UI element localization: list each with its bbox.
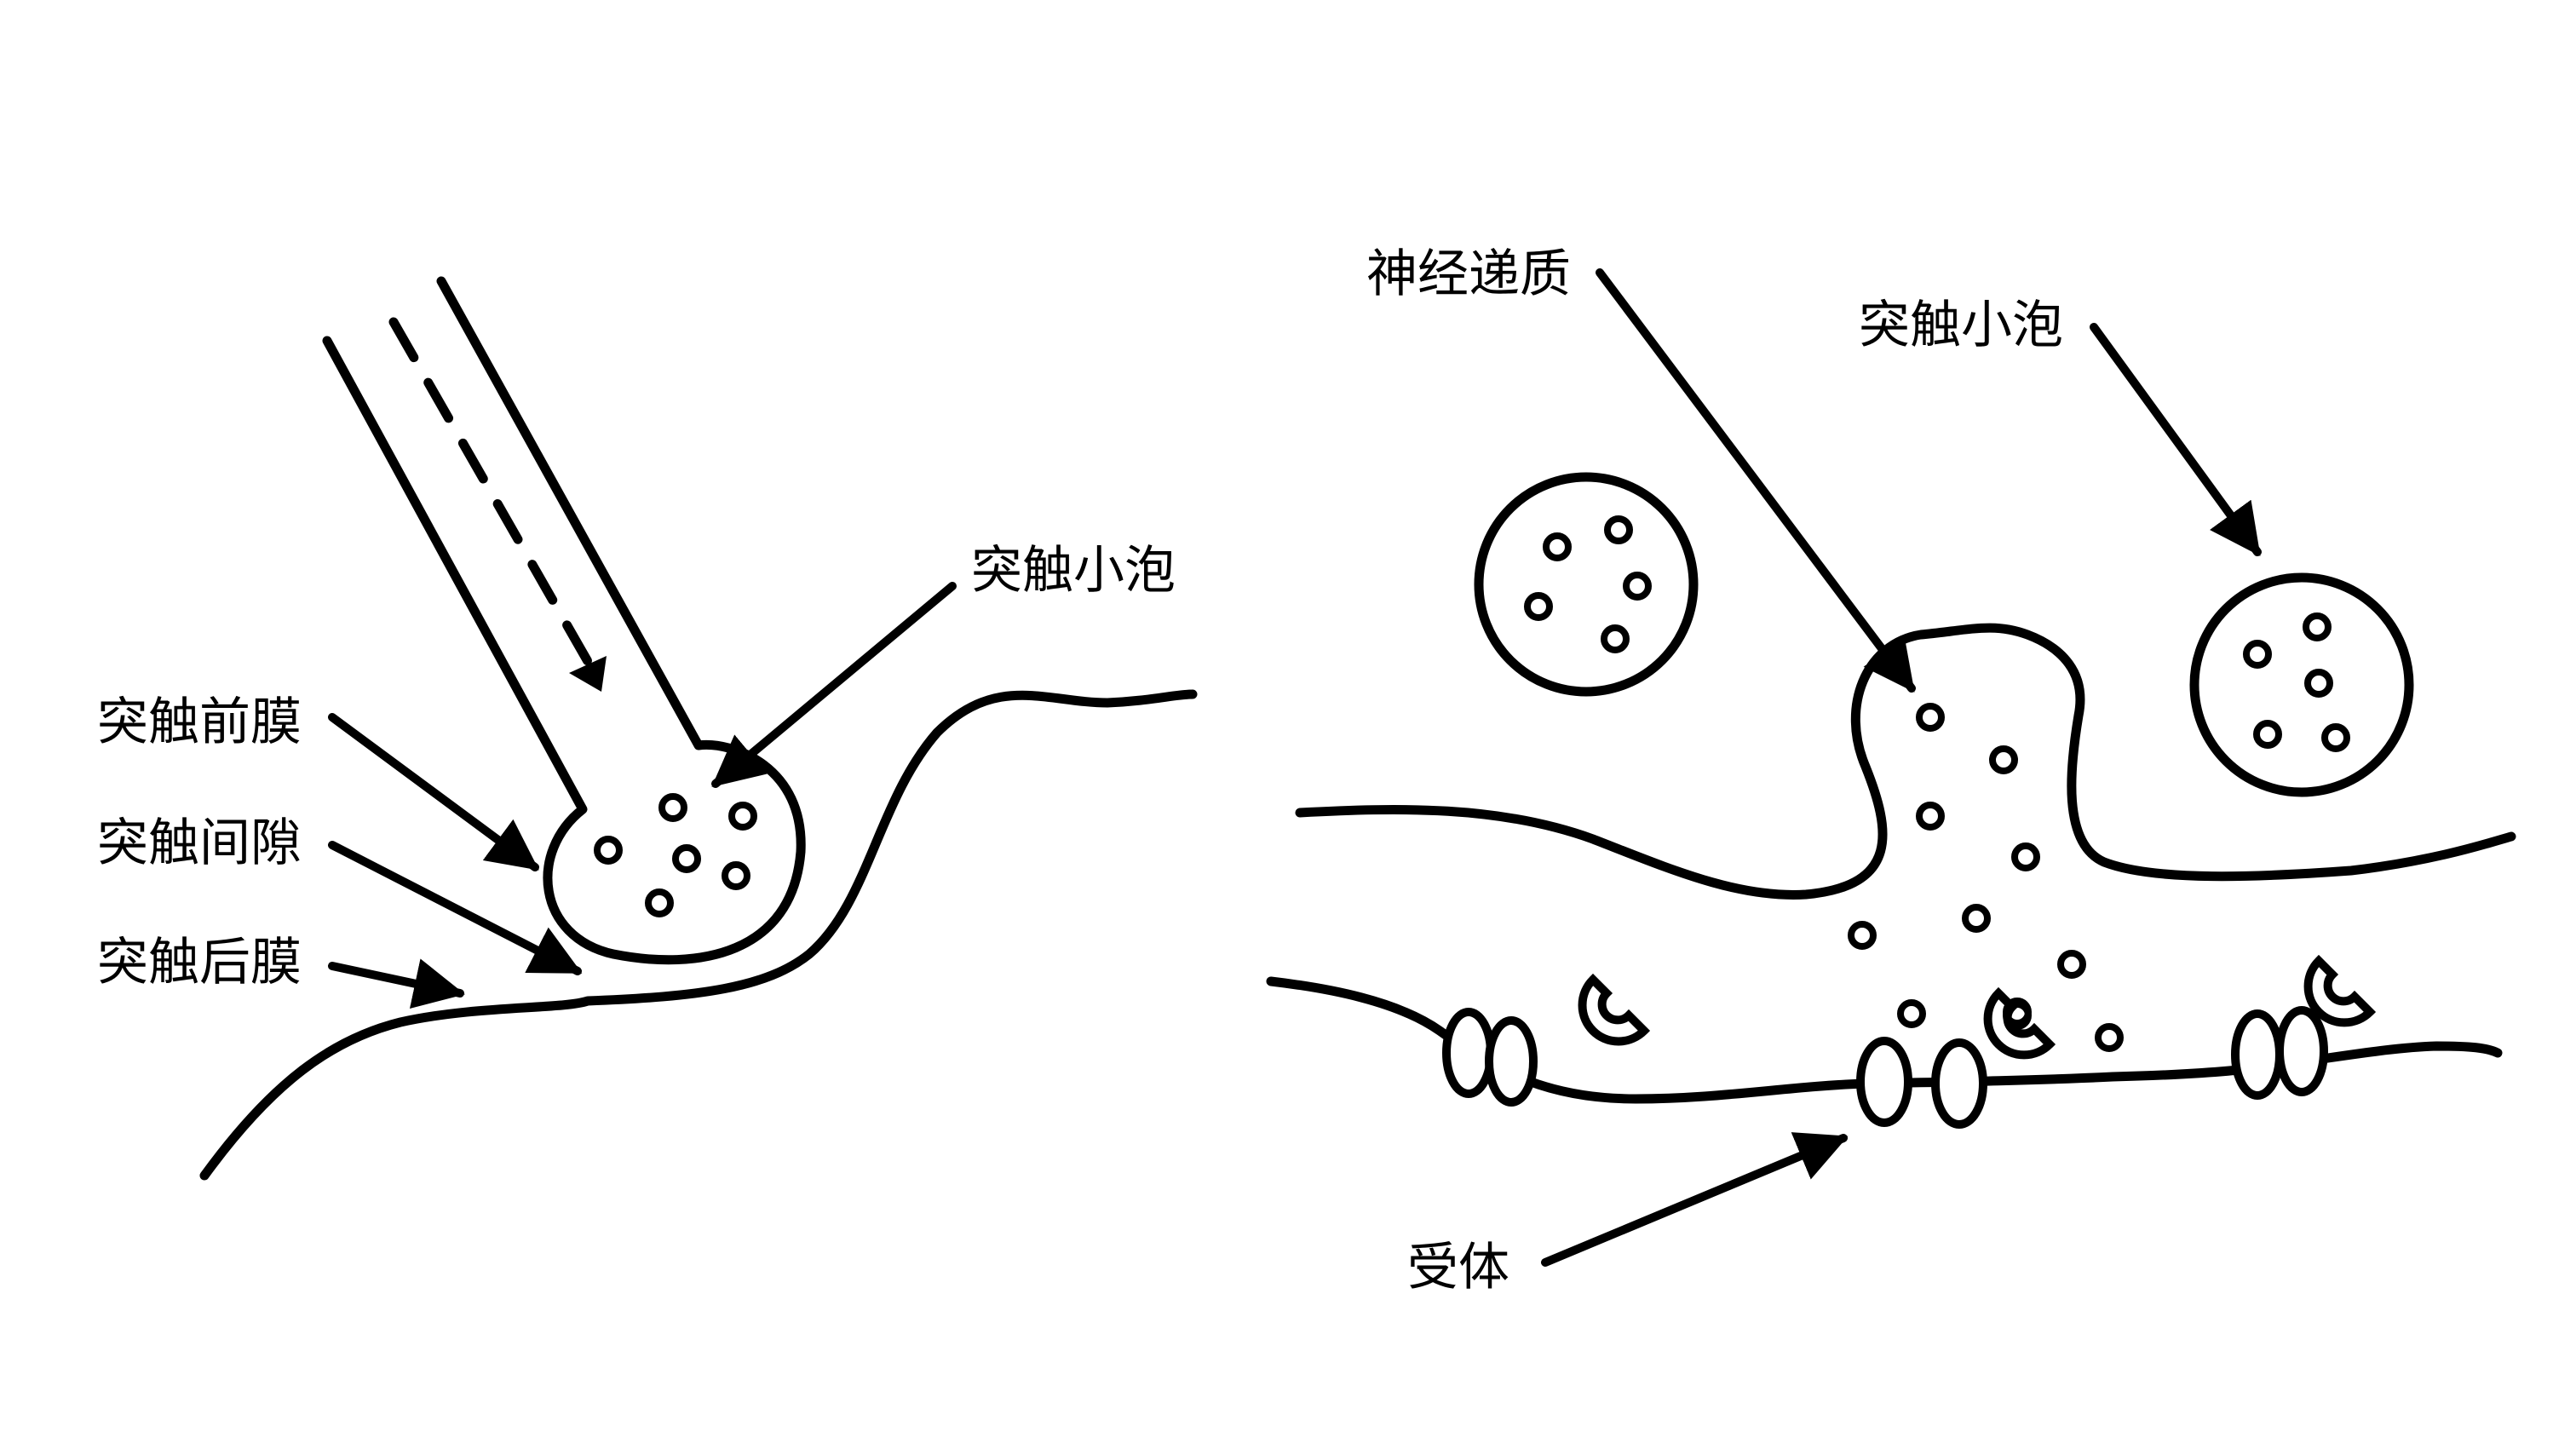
vesicle-dot <box>722 861 750 890</box>
vesicle-dot <box>645 888 674 917</box>
floating-vesicle-left <box>1474 472 1699 697</box>
impulse-arrowhead <box>569 656 607 692</box>
vesicle-dot <box>1604 515 1633 544</box>
label-vesicle-right: 突触小泡 <box>1859 296 2063 355</box>
arrow-neurotransmitter <box>1596 268 1916 693</box>
arrow-presynaptic-membrane <box>328 713 539 871</box>
impulse-arrow <box>388 317 595 670</box>
neurotransmitter-dot <box>1897 999 1926 1028</box>
arrow-receptor <box>1541 1132 1849 1267</box>
neurotransmitter-dot <box>1962 904 1991 933</box>
released-neurotransmitters <box>1848 703 2124 1052</box>
left-postsynaptic-membrane <box>199 689 1198 1181</box>
receptors <box>1442 1006 2328 1129</box>
label-vesicle-left: 突触小泡 <box>971 541 1176 601</box>
neurotransmitter-dot <box>2095 1023 2124 1052</box>
vesicle-dot <box>2321 723 2350 752</box>
arrow-postsynaptic-membrane <box>328 958 465 1009</box>
vesicle-dot <box>2304 669 2333 698</box>
receptor-icon <box>2275 1006 2328 1096</box>
vesicle-dot <box>728 802 757 831</box>
neurotransmitter-dot <box>2057 950 2086 979</box>
vesicle-dot <box>658 793 687 822</box>
receptor-icon <box>1442 1008 1495 1098</box>
receptor-icon <box>2231 1009 2284 1100</box>
label-neurotransmitter: 神经递质 <box>1366 244 1571 304</box>
label-receptor: 受体 <box>1407 1238 1509 1297</box>
vesicle-dot <box>1601 624 1630 653</box>
bound-neurotransmitter-dot <box>2003 1001 2032 1030</box>
vesicle-dot <box>2253 720 2282 749</box>
right-presynaptic-membrane <box>1295 623 2516 900</box>
label-synaptic-cleft: 突触间隙 <box>97 814 302 873</box>
binding-site-icon <box>2303 954 2377 1027</box>
axon-outline <box>322 276 806 965</box>
vesicle-dot <box>2243 640 2272 669</box>
floating-vesicle-left-contents <box>1524 515 1652 653</box>
receptor-icon <box>1856 1037 1912 1127</box>
vesicle-dot <box>2303 612 2332 641</box>
vesicle-dot <box>1623 572 1652 601</box>
floating-vesicle-right-contents <box>2243 612 2350 752</box>
neurotransmitter-dot <box>1848 921 1877 950</box>
vesicle-dot <box>1524 592 1553 621</box>
arrow-vesicle-right <box>2090 323 2262 556</box>
arrow-synaptic-cleft <box>328 841 583 975</box>
floating-vesicle-right <box>2189 572 2414 797</box>
label-presynaptic-membrane: 突触前膜 <box>97 693 302 752</box>
receptor-icon <box>1931 1038 1987 1129</box>
vesicle-dot <box>672 844 701 873</box>
left-vesicles <box>594 793 757 917</box>
right-panel: 神经递质 突触小泡 受体 <box>1266 244 2516 1297</box>
neurotransmitter-dot <box>1989 745 2018 774</box>
neurotransmitter-dot <box>2011 842 2040 871</box>
vesicle-dot <box>1543 532 1572 561</box>
left-panel: 突触小泡 突触前膜 突触间隙 突触后膜 <box>97 276 1198 1181</box>
arrow-vesicle-left <box>711 582 957 788</box>
neurotransmitter-dot <box>1916 703 1945 732</box>
neurotransmitter-dot <box>1916 802 1945 831</box>
receptor-icon <box>1485 1016 1538 1107</box>
label-postsynaptic-membrane: 突触后膜 <box>97 933 302 992</box>
vesicle-dot <box>594 836 623 865</box>
binding-site-icon <box>1578 973 1651 1046</box>
